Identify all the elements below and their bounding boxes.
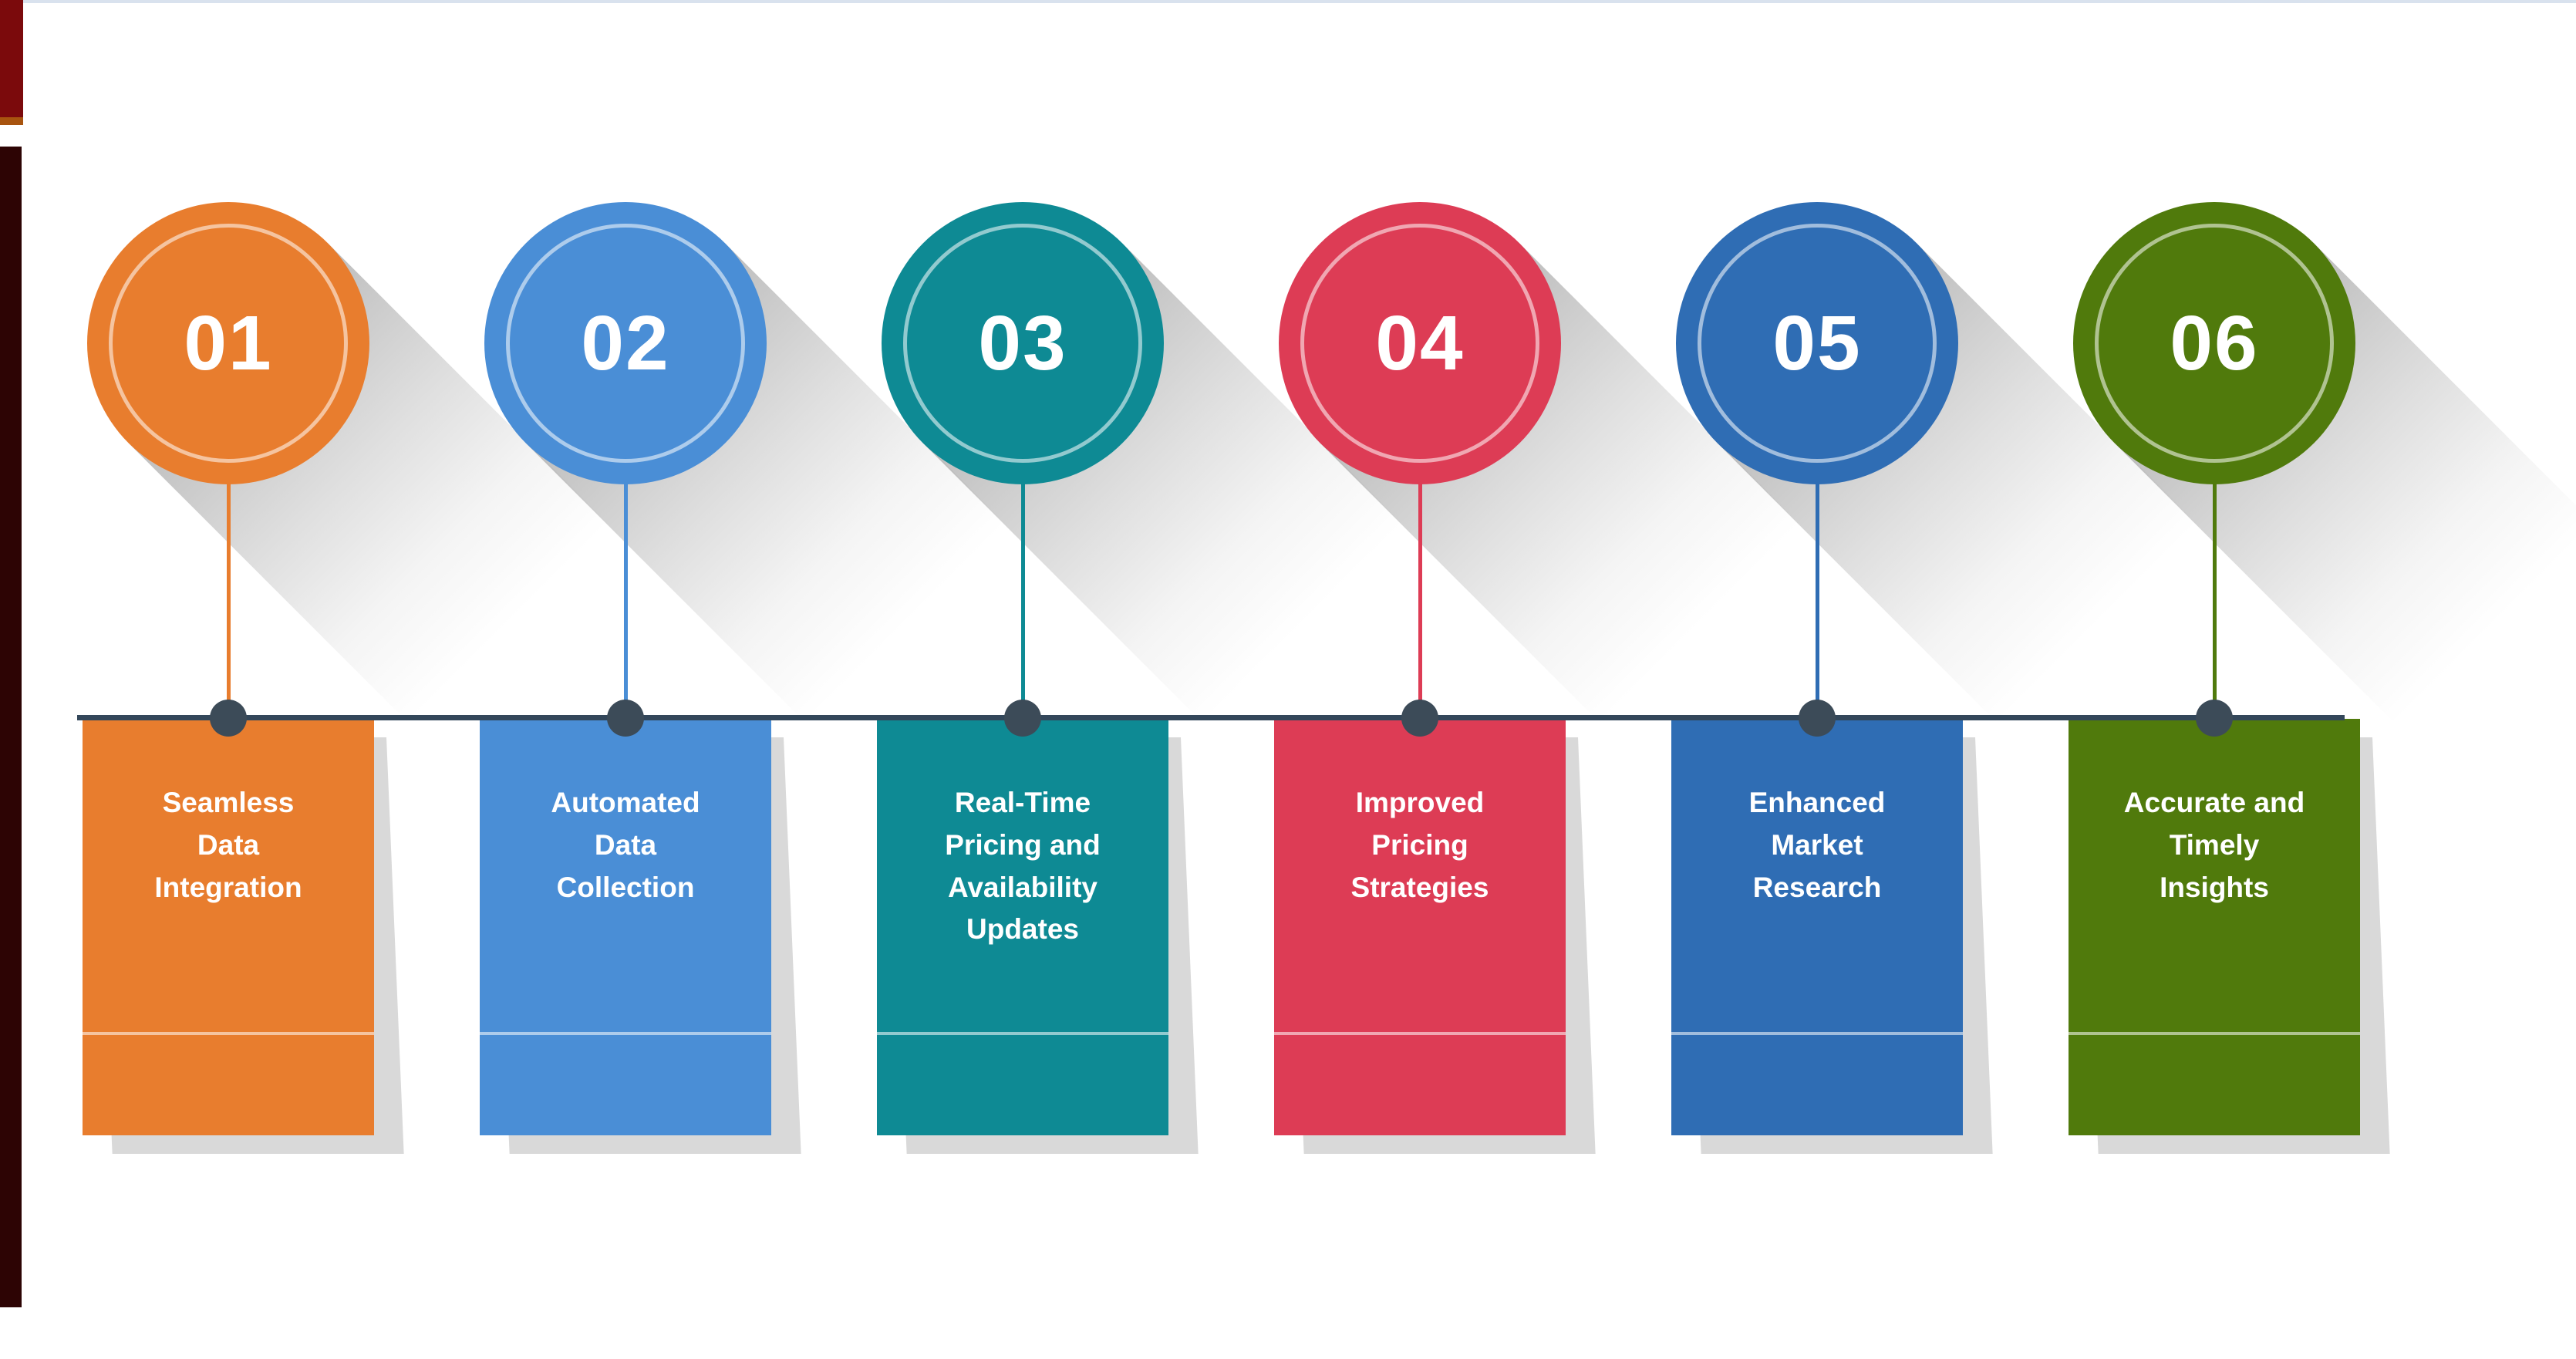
connector-stem <box>1418 478 1422 719</box>
timeline-dot <box>1004 700 1041 737</box>
step-number: 02 <box>581 299 670 386</box>
step-card: Seamless Data Integration <box>83 719 374 1135</box>
timeline-step: Enhanced Market Research 05 <box>1671 202 2278 1158</box>
step-number-badge: 06 <box>2073 202 2355 484</box>
step-label: Automated Data Collection <box>551 787 700 903</box>
timeline-dot <box>607 700 644 737</box>
step-label: Seamless Data Integration <box>154 787 302 903</box>
left-accent-bar-bottom <box>0 147 22 1307</box>
left-accent-bar-top <box>0 0 23 117</box>
card-divider-line <box>877 1032 1168 1035</box>
timeline-step: Seamless Data Integration 01 <box>83 202 689 1158</box>
card-divider-line <box>480 1032 771 1035</box>
step-card: Real-Time Pricing and Availability Updat… <box>877 719 1168 1135</box>
connector-stem <box>624 478 628 719</box>
timeline-step: Accurate and Timely Insights 06 <box>2069 202 2576 1158</box>
timeline-dot <box>1401 700 1438 737</box>
step-card: Accurate and Timely Insights <box>2069 719 2360 1135</box>
card-divider-line <box>1274 1032 1566 1035</box>
step-number-badge: 05 <box>1676 202 1958 484</box>
timeline-dot <box>2196 700 2233 737</box>
left-accent-bar-notch <box>0 117 23 125</box>
timeline-step: Real-Time Pricing and Availability Updat… <box>877 202 1483 1158</box>
card-divider-line <box>2069 1032 2360 1035</box>
connector-stem <box>227 478 231 719</box>
connector-stem <box>1816 478 1819 719</box>
step-label: Accurate and Timely Insights <box>2123 787 2305 903</box>
step-number-badge: 01 <box>87 202 369 484</box>
step-label: Real-Time Pricing and Availability Updat… <box>945 787 1101 946</box>
timeline-step: Improved Pricing Strategies 04 <box>1274 202 1880 1158</box>
step-number: 01 <box>184 299 273 386</box>
step-number: 06 <box>2170 299 2259 386</box>
step-card: Improved Pricing Strategies <box>1274 719 1566 1135</box>
step-label: Enhanced Market Research <box>1748 787 1886 903</box>
timeline-step: Automated Data Collection 02 <box>480 202 1086 1158</box>
connector-stem <box>2213 478 2217 719</box>
step-number-badge: 03 <box>882 202 1164 484</box>
connector-stem <box>1021 478 1025 719</box>
step-number: 03 <box>978 299 1067 386</box>
top-border-line <box>0 0 2576 3</box>
step-number: 04 <box>1375 299 1465 386</box>
step-card: Enhanced Market Research <box>1671 719 1963 1135</box>
card-divider-line <box>1671 1032 1963 1035</box>
timeline-axis <box>77 715 2345 720</box>
timeline-dot <box>1799 700 1836 737</box>
step-label: Improved Pricing Strategies <box>1350 787 1489 903</box>
step-number-badge: 02 <box>484 202 767 484</box>
step-card: Automated Data Collection <box>480 719 771 1135</box>
step-number-badge: 04 <box>1279 202 1561 484</box>
card-divider-line <box>83 1032 374 1035</box>
timeline-dot <box>210 700 247 737</box>
step-number: 05 <box>1772 299 1862 386</box>
